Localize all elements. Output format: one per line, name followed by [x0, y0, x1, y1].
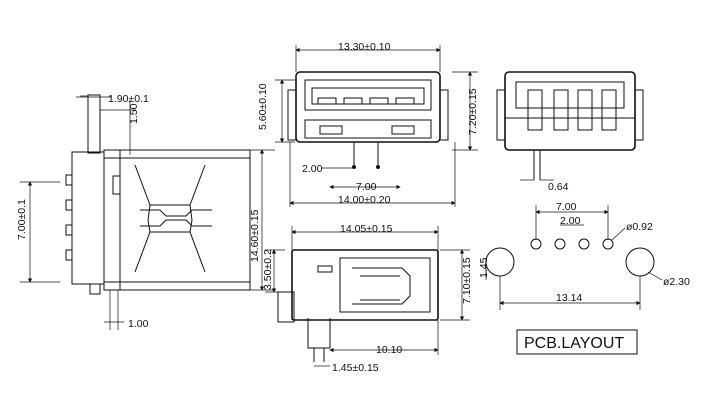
top-view: 14.05±0.15 3.50±0.2 7.10±0.15 10.10 1.45… [262, 223, 473, 374]
pcb-layout: 7.00 2.00 ø0.92 1.45 ø2.30 13.14 PCB.LAY… [478, 201, 690, 355]
top-dim-tab: 1.45±0.15 [332, 362, 379, 374]
front-dim-body-height: 7.20±0.15 [467, 88, 479, 135]
side-dim-length: 14.60±0.15 [249, 209, 261, 262]
side-dim-height: 7.00±0.1 [16, 199, 28, 240]
top-dim-right: 7.10±0.15 [461, 257, 473, 304]
front-dim-width-top: 13.30±0.10 [338, 41, 391, 53]
pcb-dim-pitch: 7.00 [556, 201, 577, 213]
side-view: 1.90±0.1 1.50 7.00±0.1 14.60±0.15 1.00 [16, 93, 275, 330]
front-dim-pitch: 7.00 [356, 181, 377, 193]
top-dim-width: 14.05±0.15 [340, 223, 393, 235]
top-dim-left: 3.50±0.2 [262, 249, 274, 290]
front-dim-pitch-small: 2.00 [302, 163, 323, 175]
front-dim-width-total: 14.00±0.20 [338, 194, 391, 206]
front-view: 13.30±0.10 5.60±0.10 7.20±0.15 2.00 7.00… [257, 41, 479, 207]
side-dim-bottom: 1.00 [128, 318, 149, 330]
side-dim-top: 1.90±0.1 [108, 93, 149, 105]
pcb-dim-hole-small: ø0.92 [626, 221, 653, 233]
top-dim-bottom: 10.10 [376, 344, 402, 356]
side-dim-lead: 1.50 [128, 103, 140, 124]
back-dim-pin: 0.64 [548, 181, 569, 193]
pcb-dim-side: 1.45 [478, 257, 490, 278]
pcb-dim-span: 13.14 [556, 292, 582, 304]
back-view: 0.64 [496, 71, 644, 193]
pcb-dim-small: 2.00 [560, 215, 581, 227]
pcb-layout-title: PCB.LAYOUT [524, 335, 624, 352]
pcb-dim-hole-large: ø2.30 [663, 276, 690, 288]
front-dim-port-height: 5.60±0.10 [257, 83, 269, 130]
